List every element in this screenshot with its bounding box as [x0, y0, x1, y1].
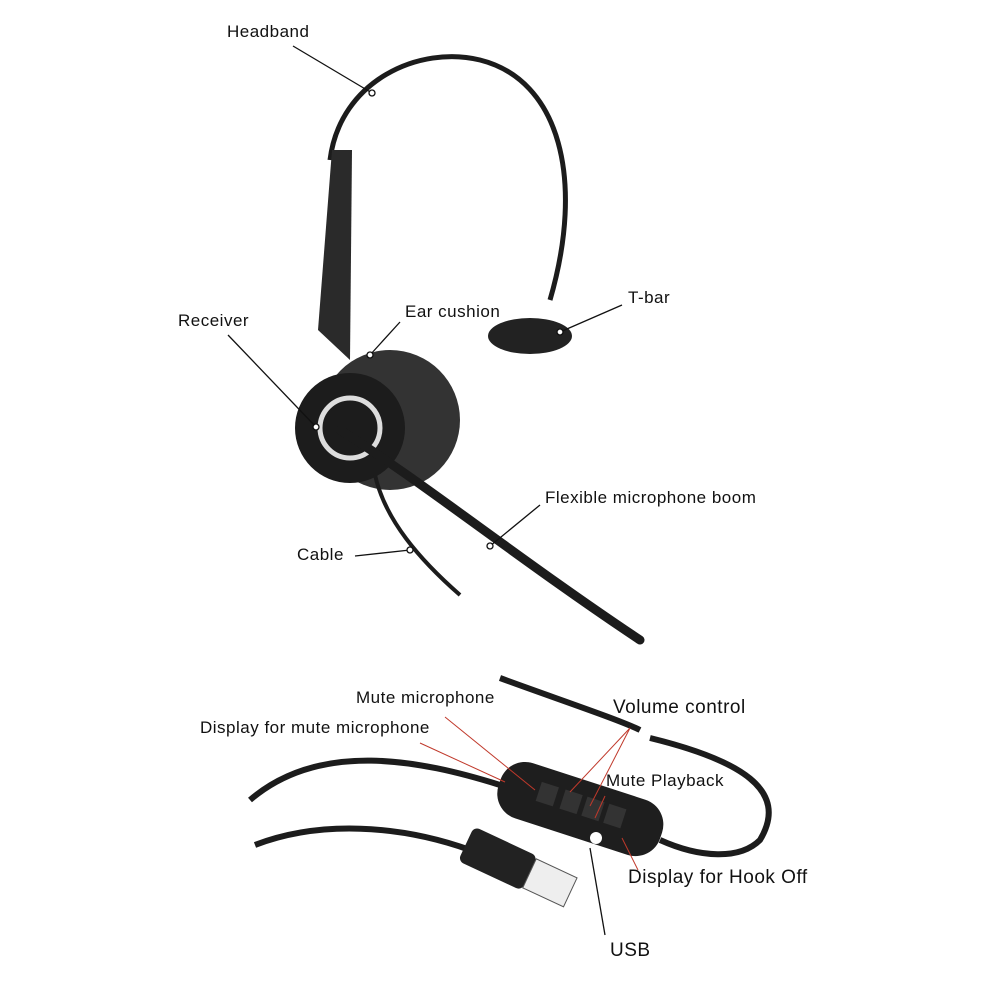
label-display-mute-microphone: Display for mute microphone	[200, 718, 430, 737]
headband-arm	[318, 150, 352, 360]
label-volume-control: Volume control	[613, 697, 746, 718]
label-ear-cushion: Ear cushion	[405, 302, 501, 321]
label-t-bar: T-bar	[628, 288, 671, 307]
label-boom: Flexible microphone boom	[545, 488, 757, 507]
cable	[373, 474, 462, 597]
inline-control	[497, 761, 664, 857]
headband	[327, 54, 568, 301]
label-display-hook-off: Display for Hook Off	[628, 867, 808, 888]
label-receiver: Receiver	[178, 311, 250, 330]
label-headband: Headband	[227, 22, 310, 41]
t-bar	[488, 318, 572, 354]
microphone-boom	[335, 425, 645, 645]
usb-plug	[459, 828, 578, 908]
label-mute-playback: Mute Playback	[606, 771, 724, 790]
label-cable: Cable	[297, 545, 344, 564]
label-mute-microphone: Mute microphone	[356, 688, 495, 707]
label-usb: USB	[610, 940, 651, 961]
